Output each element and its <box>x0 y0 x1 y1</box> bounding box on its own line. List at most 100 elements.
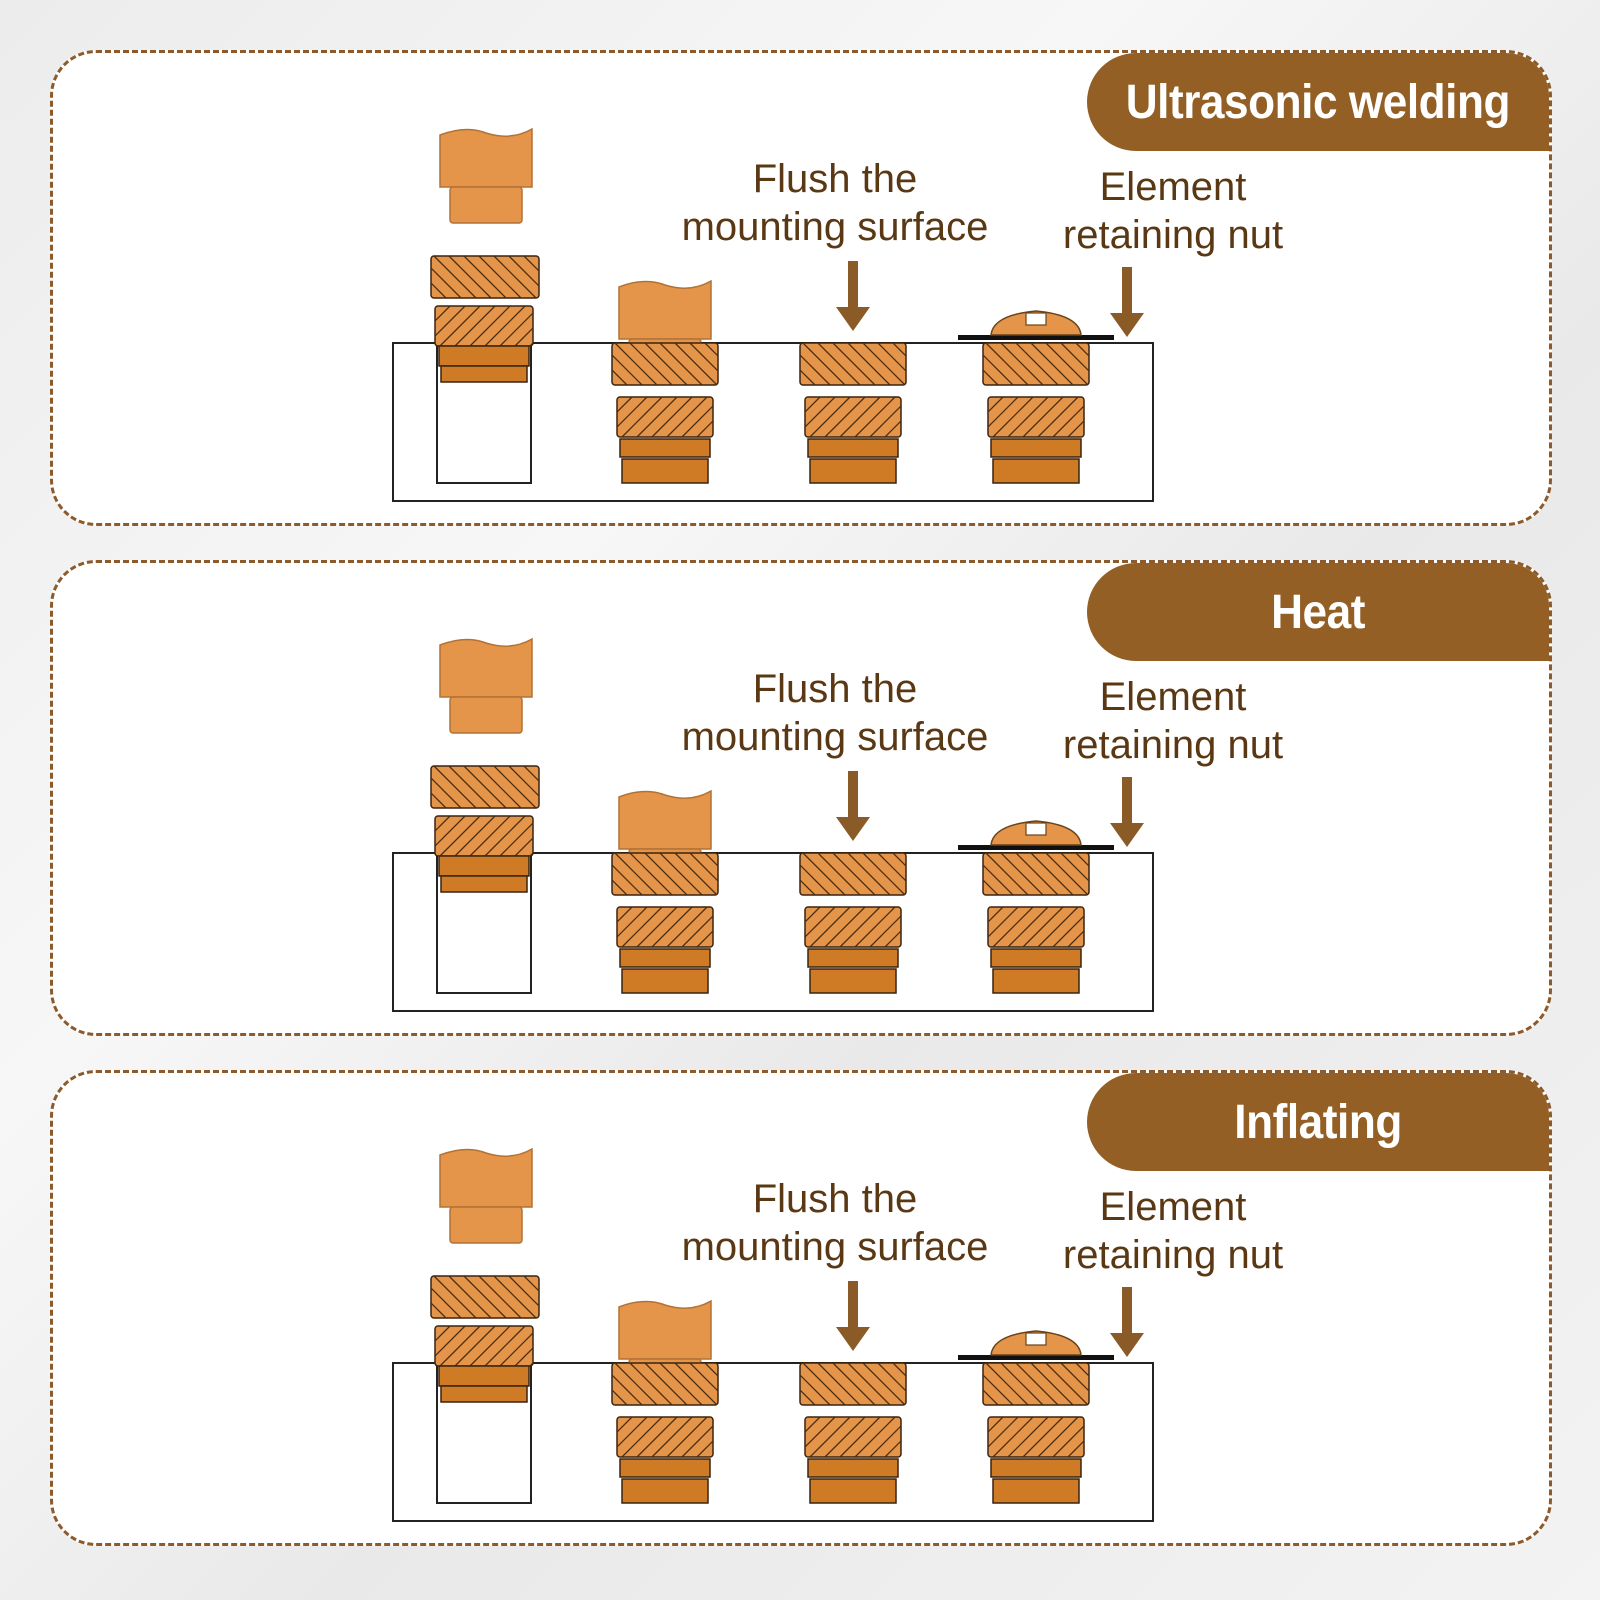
insert-collar <box>990 1458 1082 1478</box>
insert-base <box>809 1478 897 1504</box>
panel-title-tab: Heat <box>1087 563 1549 661</box>
knurl-band-middle <box>987 396 1085 438</box>
knurl-band-middle <box>616 1416 714 1458</box>
retained-element-plate <box>958 1355 1114 1360</box>
installation-tool-step-1 <box>439 127 533 224</box>
retained-element-plate <box>958 845 1114 850</box>
insert-base <box>621 458 709 484</box>
process-panel-inflating: Inflating Flush the mounting surface Ele… <box>50 1070 1552 1546</box>
knurl-band-top <box>611 1362 719 1406</box>
insert-step-2 <box>611 1362 719 1504</box>
insert-step-4-retained <box>982 1362 1090 1504</box>
flush-label-line-1: Flush the <box>752 157 918 201</box>
screw-slot <box>1025 1332 1047 1346</box>
tool-shank <box>449 186 523 224</box>
insert-collar <box>619 438 711 458</box>
knurl-band-top <box>799 1362 907 1406</box>
flush-label-line-2: mounting surface <box>681 1225 989 1269</box>
panel-title-tab: Inflating <box>1087 1073 1549 1171</box>
knurl-band-middle <box>987 1416 1085 1458</box>
insert-collar <box>807 438 899 458</box>
screw-slot <box>1025 312 1047 326</box>
knurl-band-middle <box>616 396 714 438</box>
knurl-band-middle <box>434 815 534 857</box>
insert-step-2 <box>611 852 719 994</box>
insert-base <box>809 458 897 484</box>
insert-collar <box>990 438 1082 458</box>
nut-label-line-2: retaining nut <box>1062 723 1284 767</box>
retaining-nut-arrow <box>1110 1287 1144 1357</box>
insert-step-4-retained <box>982 852 1090 994</box>
flush-surface-label: Flush the mounting surface <box>655 665 1015 761</box>
plastic-block <box>392 1362 1154 1522</box>
tool-shank <box>449 696 523 734</box>
retaining-nut-arrow <box>1110 267 1144 337</box>
knurl-band-middle <box>434 305 534 347</box>
insert-step-3-flush <box>799 852 907 994</box>
screw-slot <box>1025 822 1047 836</box>
nut-label-line-2: retaining nut <box>1062 213 1284 257</box>
nut-label-line-2: retaining nut <box>1062 1233 1284 1277</box>
insert-collar <box>807 948 899 968</box>
retained-element-plate <box>958 335 1114 340</box>
tool-shank <box>449 1206 523 1244</box>
knurl-band-top <box>430 765 540 809</box>
plastic-block <box>392 852 1154 1012</box>
flush-arrow <box>836 771 870 841</box>
insert-collar <box>619 1458 711 1478</box>
tool-head <box>439 637 533 698</box>
panel-title: Heat <box>1271 585 1365 639</box>
insert-base <box>621 968 709 994</box>
insert-collar <box>438 855 530 877</box>
knurl-band-top <box>982 852 1090 896</box>
flush-label-line-1: Flush the <box>752 1177 918 1221</box>
nut-label-line-1: Element <box>1099 1185 1247 1229</box>
insert-step-1 <box>430 255 540 383</box>
insert-installation-diagram <box>392 1147 1154 1522</box>
insert-collar <box>619 948 711 968</box>
panel-title: Ultrasonic welding <box>1125 75 1511 129</box>
insert-base <box>992 968 1080 994</box>
insert-base <box>809 968 897 994</box>
nut-label-line-1: Element <box>1099 675 1247 719</box>
flush-arrow <box>836 261 870 331</box>
insert-step-2 <box>611 342 719 484</box>
insert-step-1 <box>430 765 540 893</box>
insert-base <box>621 1478 709 1504</box>
insert-step-1 <box>430 1275 540 1403</box>
panel-title: Inflating <box>1234 1095 1402 1149</box>
tool-head <box>439 1147 533 1208</box>
knurl-band-middle <box>434 1325 534 1367</box>
insert-base <box>992 1478 1080 1504</box>
knurl-band-top <box>982 1362 1090 1406</box>
insert-collar <box>807 1458 899 1478</box>
process-panel-heat: Heat Flush the mounting surface Element … <box>50 560 1552 1036</box>
insert-collar <box>990 948 1082 968</box>
knurl-band-top <box>982 342 1090 386</box>
knurl-band-middle <box>616 906 714 948</box>
tool-head <box>618 789 712 850</box>
flush-label-line-2: mounting surface <box>681 205 989 249</box>
insert-base <box>440 875 528 893</box>
flush-surface-label: Flush the mounting surface <box>655 155 1015 251</box>
tool-head <box>618 1299 712 1360</box>
flush-arrow <box>836 1281 870 1351</box>
insert-installation-diagram <box>392 637 1154 1012</box>
tool-head <box>439 127 533 188</box>
retaining-nut-arrow <box>1110 777 1144 847</box>
flush-label-line-1: Flush the <box>752 667 918 711</box>
tool-head <box>618 279 712 340</box>
process-panel-ultrasonic: Ultrasonic welding Flush the mounting su… <box>50 50 1552 526</box>
flush-label-line-2: mounting surface <box>681 715 989 759</box>
insert-base <box>992 458 1080 484</box>
installation-tool-step-1 <box>439 1147 533 1244</box>
nut-label-line-1: Element <box>1099 165 1247 209</box>
knurl-band-middle <box>804 906 902 948</box>
knurl-band-top <box>430 1275 540 1319</box>
retaining-nut-label: Element retaining nut <box>1033 163 1313 259</box>
insert-step-3-flush <box>799 342 907 484</box>
knurl-band-top <box>611 852 719 896</box>
plastic-block <box>392 342 1154 502</box>
retaining-nut-label: Element retaining nut <box>1033 1183 1313 1279</box>
flush-surface-label: Flush the mounting surface <box>655 1175 1015 1271</box>
